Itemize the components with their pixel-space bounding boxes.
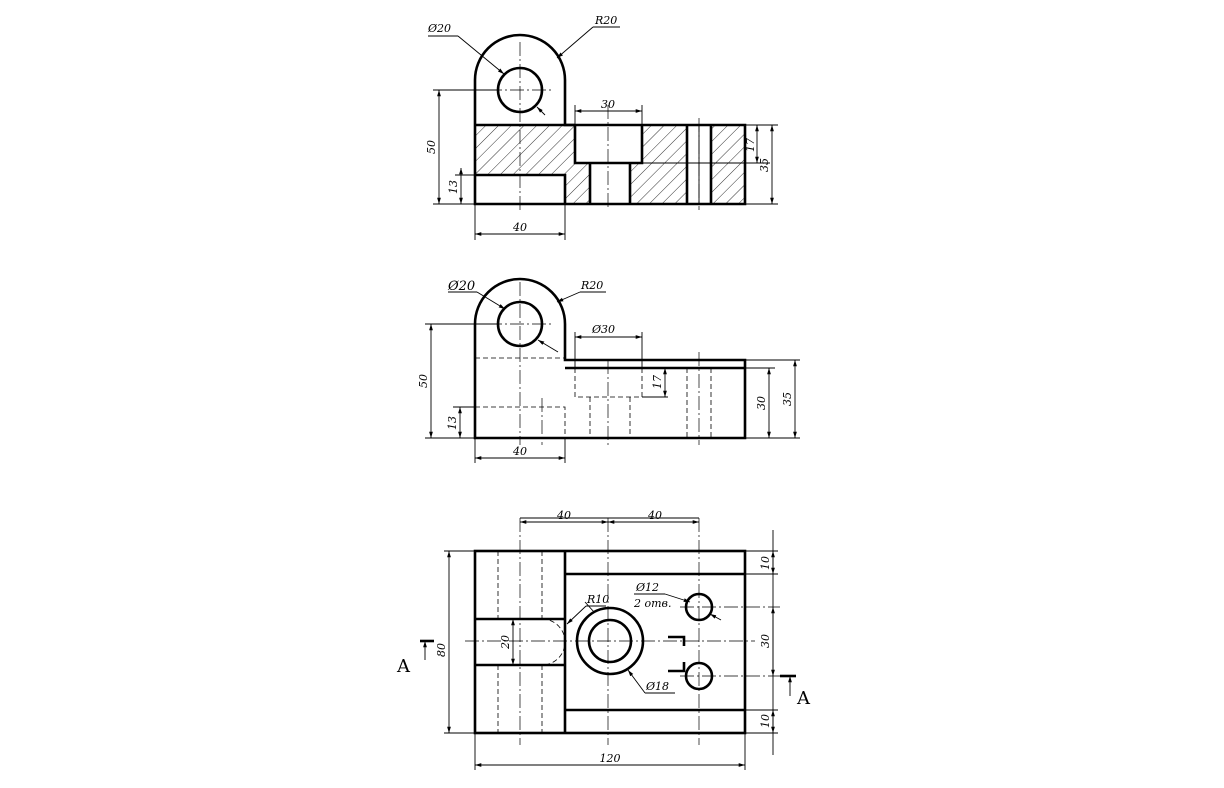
slot-outline — [475, 173, 567, 204]
dim-80: 80 — [435, 643, 448, 657]
hidden-small-hole — [686, 368, 712, 438]
bore-outline — [588, 163, 632, 204]
leader — [664, 593, 691, 603]
section-outline — [473, 33, 747, 206]
dia-20-label: Ø20 — [427, 22, 451, 35]
dim-20: 20 — [499, 635, 512, 650]
section-corner-lower — [668, 662, 686, 673]
dim-10-top: 10 — [759, 556, 772, 570]
hidden-slot — [475, 406, 566, 438]
r-20-label: R20 — [580, 279, 603, 292]
dim-50: 50 — [425, 140, 438, 154]
dia-30-label: Ø30 — [591, 323, 615, 336]
leader — [584, 601, 595, 613]
plan-outline — [473, 549, 747, 735]
leader — [556, 291, 581, 303]
front-view: 50 13 40 Ø30 17 30 35 Ø20 R20 — [417, 277, 800, 463]
dim-120: 120 — [600, 752, 621, 765]
dim-30: 30 — [601, 98, 615, 111]
dim-50: 50 — [417, 374, 430, 388]
d18-label: Ø18 — [645, 680, 669, 693]
section-label-right: A — [796, 688, 811, 709]
r-20-label: R20 — [594, 14, 617, 27]
dim-17: 17 — [651, 375, 664, 389]
hidden-counterbore — [574, 368, 643, 398]
dim-30: 30 — [759, 634, 772, 648]
dim-30: 30 — [755, 396, 768, 410]
section-view: 50 13 40 30 17 35 Ø20 R20 — [425, 14, 778, 240]
dim-40-right: 40 — [647, 509, 662, 522]
leader — [457, 35, 505, 75]
hidden-arc — [541, 618, 566, 666]
leader — [566, 605, 587, 625]
d12-label: Ø12 — [635, 581, 659, 594]
dim-40: 40 — [512, 221, 527, 234]
hidden-bore — [589, 397, 631, 438]
dim-35: 35 — [781, 392, 794, 406]
leader — [537, 339, 559, 353]
counterbore-outline — [573, 125, 644, 165]
dim-13: 13 — [446, 416, 459, 430]
dim-13: 13 — [447, 180, 460, 194]
hidden-lines — [497, 551, 543, 733]
dim-17: 17 — [744, 138, 757, 152]
leader — [627, 669, 646, 694]
leader — [476, 291, 506, 310]
dim-40-left: 40 — [556, 509, 571, 522]
r10-label: R10 — [586, 593, 609, 606]
leader — [556, 26, 594, 59]
section-corner-upper — [668, 635, 686, 646]
hatch-left — [475, 125, 590, 204]
leader — [709, 613, 722, 621]
dim-40: 40 — [512, 445, 527, 458]
front-outline — [473, 277, 747, 440]
holes-note: 2 отв. — [633, 597, 671, 610]
dim-35: 35 — [758, 158, 771, 172]
plan-view: A A 40 40 10 30 10 80 20 120 — [396, 509, 811, 770]
small-hole-outline — [685, 125, 713, 204]
section-label-left: A — [396, 656, 411, 677]
leader — [536, 106, 546, 116]
dia-20-label: Ø20 — [447, 279, 475, 294]
dim-10-bottom: 10 — [759, 714, 772, 728]
hatch-middle — [630, 125, 687, 204]
hatch-right — [711, 125, 745, 204]
